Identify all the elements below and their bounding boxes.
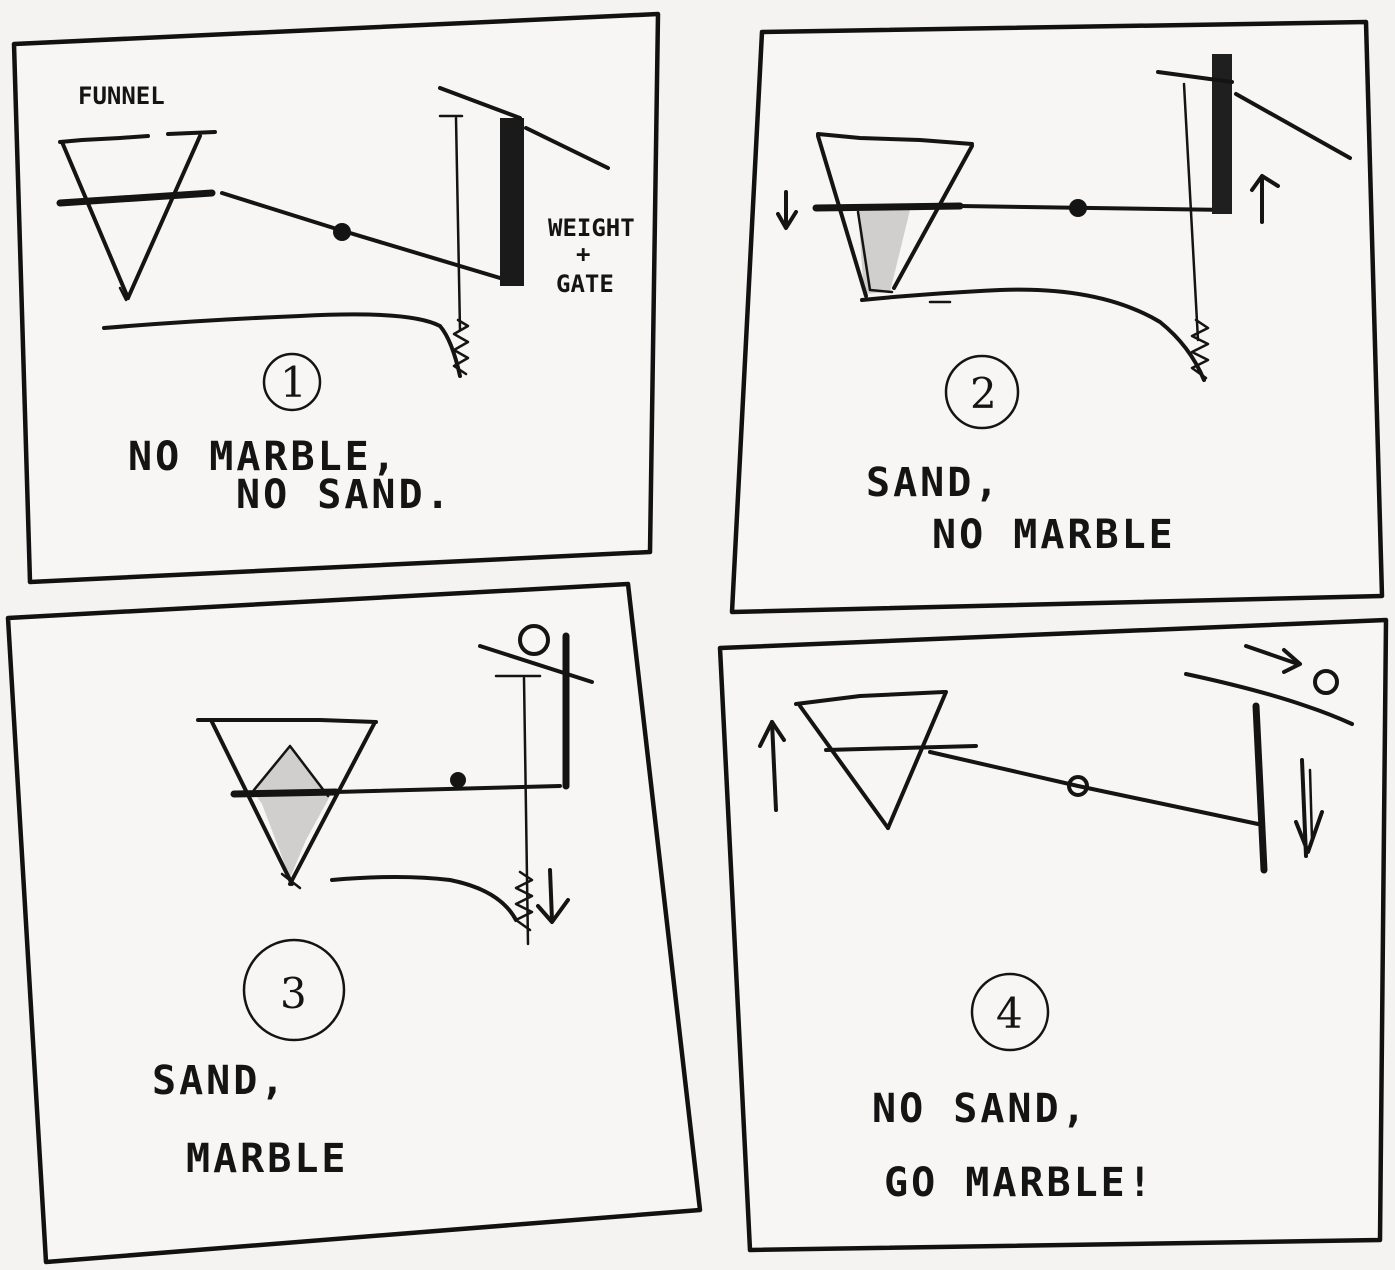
panel-2-caption-line2: NO MARBLE [932, 512, 1176, 558]
panel-1: FUNNEL WEIGHT + GATE 1 NO MA [14, 14, 658, 582]
panel-4-frame [720, 620, 1386, 1250]
pivot-dot [1069, 199, 1087, 217]
panel-3-caption-line1: SAND, [152, 1058, 287, 1104]
step-4-number: 4 [996, 989, 1023, 1038]
step-1-number: 1 [280, 358, 307, 407]
panel-1-caption-line2: NO SAND. [236, 472, 453, 518]
panel-3-frame [8, 584, 700, 1262]
step-2-number: 2 [970, 369, 997, 418]
panel-4: 4 NO SAND, GO MARBLE! [720, 620, 1386, 1250]
panel-2-caption-line1: SAND, [866, 460, 1001, 506]
panel-3-caption-line2: MARBLE [186, 1136, 349, 1182]
funnel-label: FUNNEL [78, 82, 165, 110]
weight-gate [500, 118, 524, 286]
gate-label: GATE [556, 270, 614, 298]
panel-4-caption-line1: NO SAND, [872, 1086, 1089, 1132]
panel-2: 2 SAND, NO MARBLE [732, 22, 1382, 612]
plus-label: + [576, 240, 590, 268]
pivot-dot [333, 223, 351, 241]
weight-label: WEIGHT [548, 214, 635, 242]
panel-3: 3 SAND, MARBLE [8, 584, 700, 1262]
panel-4-caption-line2: GO MARBLE! [884, 1160, 1155, 1206]
pivot-dot [450, 772, 466, 788]
step-3-number: 3 [280, 969, 307, 1018]
